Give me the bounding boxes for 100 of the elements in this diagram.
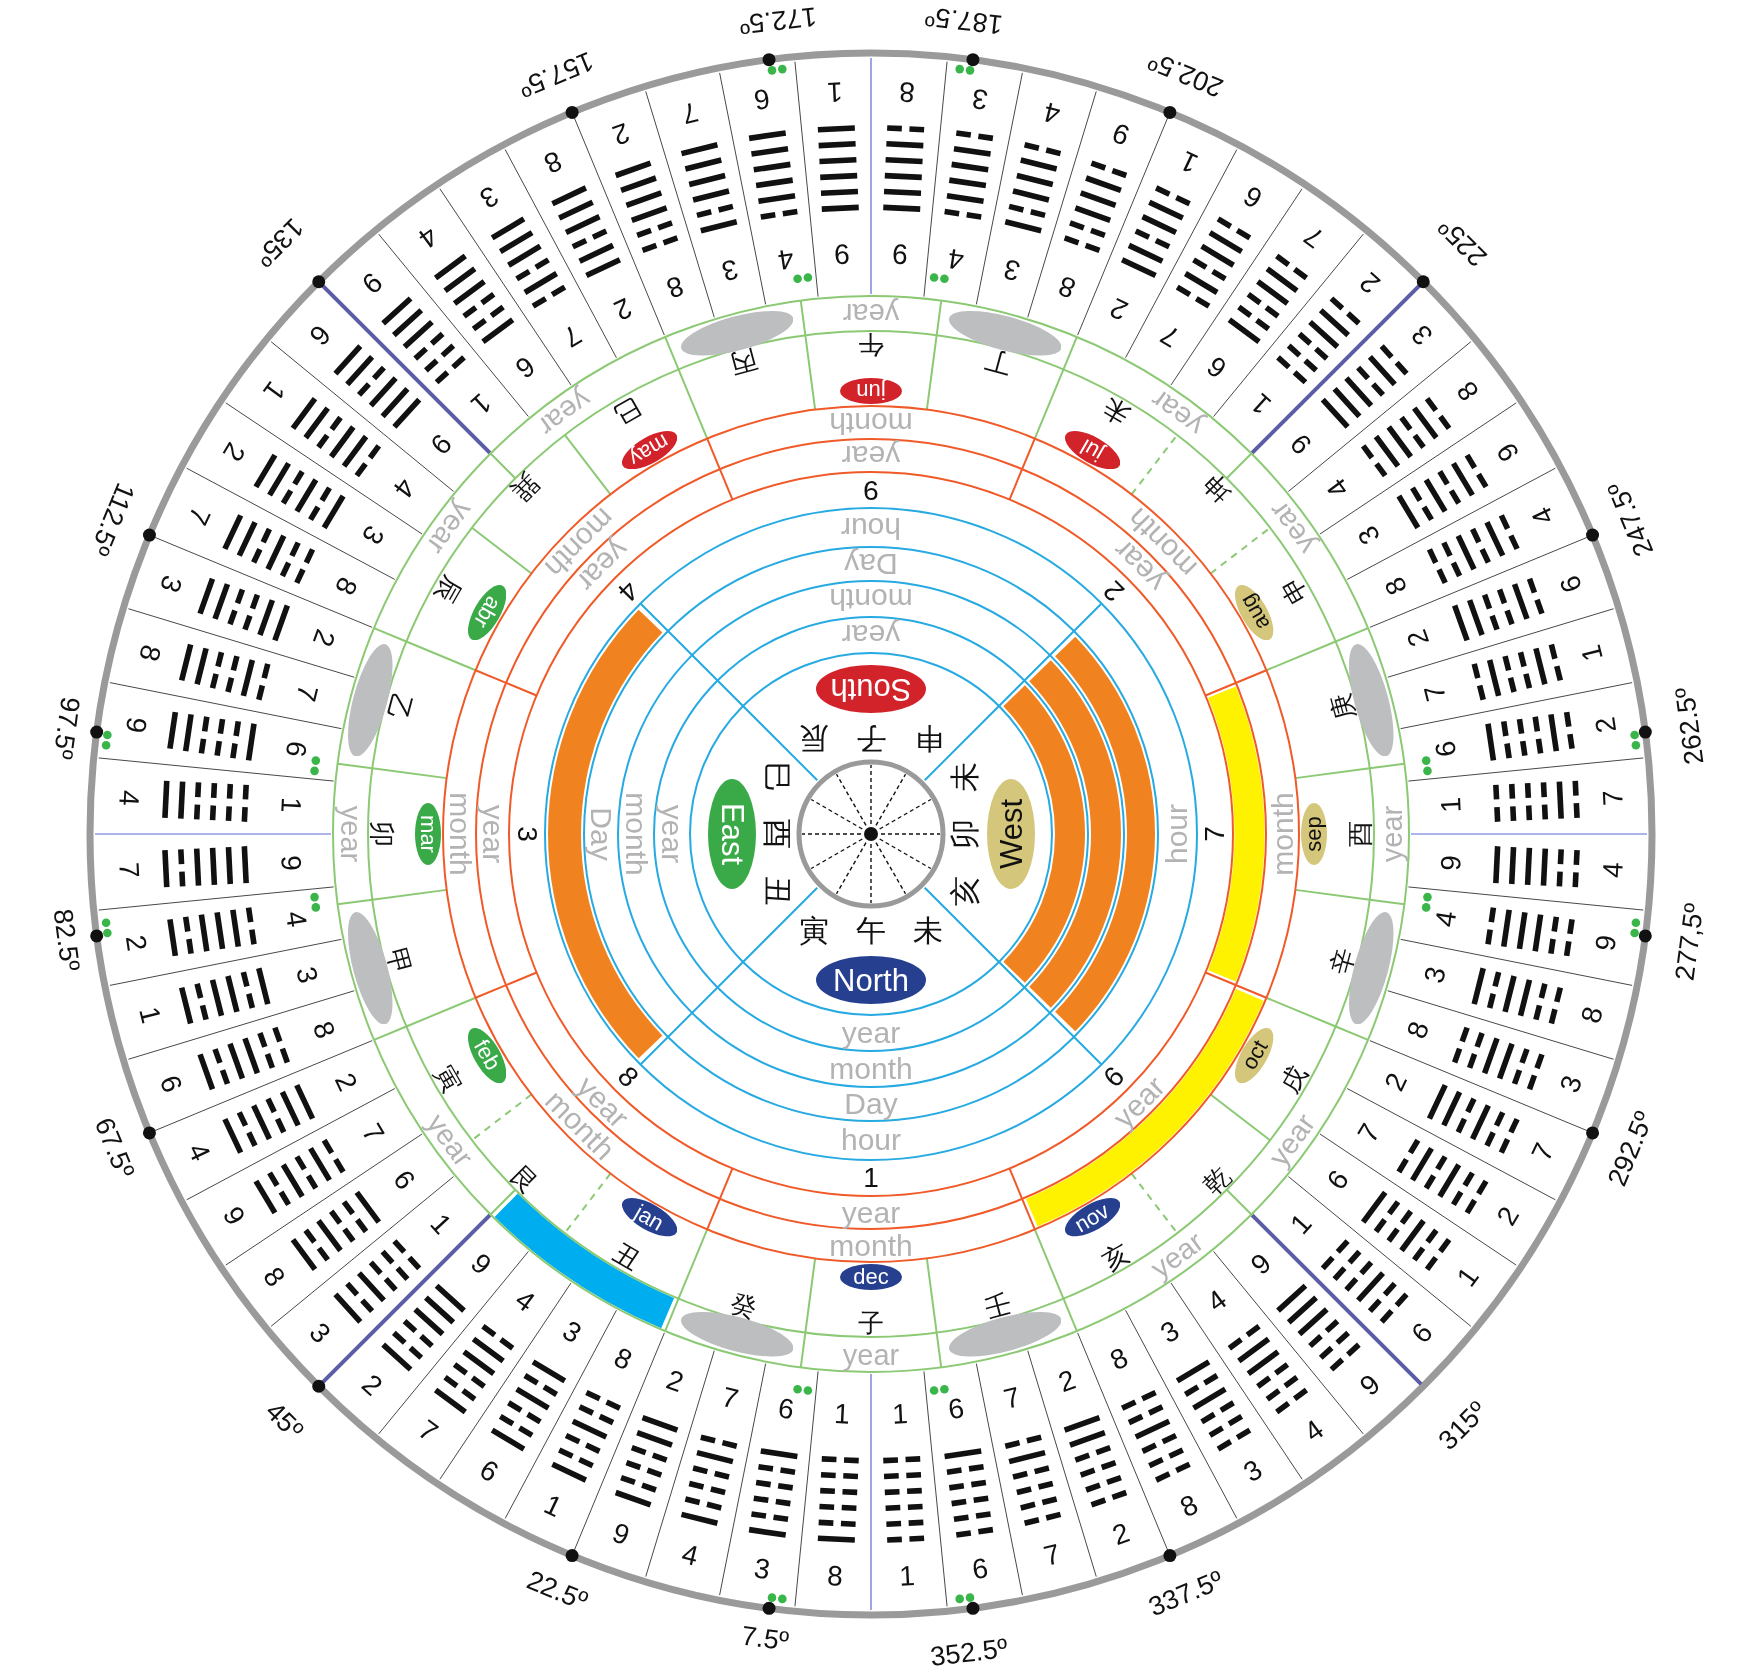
degree-label: 352.5º (928, 1635, 1009, 1672)
ring-label: hour (841, 512, 901, 544)
hexagram-number: 2 (1109, 1517, 1134, 1550)
mountain-character: 甲 (382, 944, 415, 977)
month-oval: dec (840, 1264, 902, 1290)
ring-label: year (476, 804, 509, 864)
hexagram-number: 3 (1238, 1454, 1268, 1488)
hexagram-number: 7 (1418, 681, 1451, 704)
hexagram-number: 3 (291, 964, 324, 987)
hexagram-number: 3 (1405, 319, 1438, 351)
degree-label: 187.5º (923, 2, 1004, 39)
mountain-character: 戌 (1276, 1060, 1313, 1097)
ring-label: month (829, 1229, 913, 1262)
ring-number: 3 (512, 826, 542, 842)
hexagram-number: 4 (387, 472, 421, 503)
hexagram-number: 1 (134, 1003, 167, 1026)
direction-oval: North (816, 956, 926, 1004)
hexagram-number: 9 (217, 1201, 251, 1231)
hexagram-number: 2 (1379, 1069, 1413, 1096)
degree-label: 172.5º (738, 2, 819, 39)
hexagram-number: 8 (898, 76, 916, 107)
hexagram-number: 6 (970, 1553, 990, 1585)
month-oval: oct (1235, 1027, 1274, 1084)
mountain-character: 庚 (1327, 691, 1360, 724)
hexagram-number: 8 (1401, 1017, 1435, 1042)
hexagram-number: 9 (608, 1517, 633, 1550)
hexagram-number: 8 (1175, 1489, 1202, 1523)
ring-number: 1 (863, 1163, 879, 1193)
hexagram-number: 8 (134, 642, 167, 665)
hexagram-number: 6 (304, 319, 337, 351)
hexagram-number: 4 (1040, 97, 1063, 130)
ring-number: 7 (1200, 826, 1230, 842)
hexagram-number: 2 (663, 1364, 688, 1398)
hexagram-number: 4 (1598, 861, 1629, 879)
hexagram-number: 7 (1526, 1138, 1560, 1165)
hexagram-number: 9 (1590, 933, 1622, 953)
hexagram-number: 7 (679, 97, 702, 130)
hexagram-number: 6 (1430, 738, 1462, 759)
hexagram-number: 9 (1285, 428, 1318, 460)
hexagram-number: 1 (1285, 1208, 1318, 1240)
hexagram-number: 9 (120, 715, 152, 735)
ring-label: Day (585, 807, 617, 861)
hexagram-number: 9 (1491, 437, 1525, 467)
hexagram-number: 4 (113, 789, 144, 807)
hexagram-number: 7 (182, 503, 216, 530)
hexagram-number: 6 (387, 1165, 421, 1196)
mountain-character: 巳 (608, 392, 645, 429)
ring-label: year (656, 804, 688, 864)
month-oval: nov (1064, 1198, 1121, 1237)
hexagram-number: 8 (257, 1261, 291, 1292)
hexagram-number: 3 (474, 180, 504, 214)
hexagram-number: 3 (304, 1317, 337, 1349)
hexagram-number: 3 (1001, 254, 1024, 287)
ring-number: 9 (863, 475, 879, 505)
month-oval: aug (1235, 584, 1274, 641)
mountain-character: 乾 (1198, 1161, 1236, 1199)
hexagram-number: 4 (775, 243, 796, 275)
hexagram-number: 9 (834, 238, 851, 269)
month-oval: mar (415, 803, 441, 865)
hexagram-number: 7 (558, 319, 587, 353)
branch-characters: 申 子 辰 (798, 722, 944, 754)
ring-label: month (829, 1053, 913, 1085)
hexagram-number: 3 (1155, 1315, 1184, 1349)
hexagram-number: 1 (826, 76, 844, 107)
ring-label: year (841, 1196, 901, 1229)
hexagram-number: 9 (356, 267, 388, 300)
hexagram-number: 1 (898, 1561, 916, 1592)
hexagram-number: 3 (1352, 521, 1386, 550)
hexagram-number: 2 (1054, 1364, 1079, 1398)
ring-label: hour (1161, 804, 1193, 864)
hexagram-number: 7 (1598, 789, 1629, 807)
hexagram-number: 4 (280, 909, 312, 930)
ring-label: Day (844, 548, 898, 580)
ring-label: year (841, 439, 901, 472)
ring-label: year (842, 1339, 900, 1370)
hexagram-number: 6 (509, 350, 540, 384)
hexagram-number: 8 (1379, 572, 1413, 599)
hexagram-number: 1 (540, 1489, 567, 1523)
ring-label: month (829, 583, 913, 615)
hexagram-number: 3 (1418, 964, 1451, 987)
ring-label: Day (844, 1088, 898, 1120)
hexagram-number: 3 (718, 254, 741, 287)
degree-label: 202.5º (1144, 46, 1227, 102)
hexagram-number: 1 (1451, 1261, 1485, 1292)
ring-label: month (829, 406, 913, 439)
month-oval: jul (1064, 431, 1121, 470)
degree-label: 157.5º (515, 46, 598, 102)
hexagram-number: 4 (413, 220, 444, 254)
hexagram-number: 3 (154, 571, 188, 596)
hexagram-number: 6 (1202, 350, 1233, 384)
hexagram-number: 1 (257, 376, 291, 407)
hexagram-number: 8 (307, 1017, 341, 1042)
degree-label: 112.5º (84, 479, 139, 560)
hexagram-number: 2 (1491, 1201, 1525, 1231)
hexagram-number: 6 (1321, 1165, 1355, 1196)
hexagram-number: 4 (1321, 472, 1355, 503)
hexagram-number: 3 (1554, 1072, 1587, 1097)
mountain-character: 子 (858, 1310, 884, 1336)
degree-label: 247.5º (1603, 478, 1659, 561)
mountain-character: 癸 (728, 1290, 761, 1323)
